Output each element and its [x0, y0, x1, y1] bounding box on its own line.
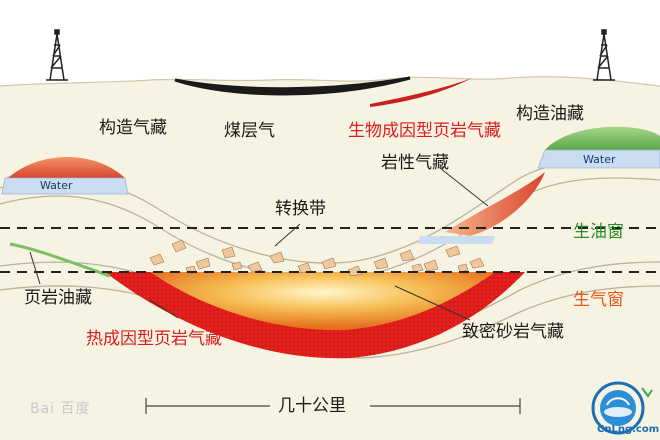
baidu-watermark: Bai 百度 [30, 401, 91, 417]
water-label-left: Water [40, 179, 73, 192]
label-thermogenic-shale-gas: 热成因型页岩气藏 [86, 329, 222, 349]
label-transition-zone: 转换带 [275, 199, 326, 219]
water-layer-mid [418, 236, 495, 244]
transition-rubble [149, 239, 485, 277]
label-oil-window: 生油窗 [573, 222, 624, 242]
label-shale-oil: 页岩油藏 [24, 288, 92, 308]
leader-lines [29, 167, 489, 321]
coalbed-layer [174, 76, 411, 96]
sky [0, 0, 660, 86]
label-structural-oil: 构造油藏 [516, 104, 584, 124]
scale-bar [145, 398, 521, 414]
label-lithologic-gas: 岩性气藏 [381, 153, 449, 173]
label-structural-gas: 构造气藏 [99, 118, 167, 138]
water-label-right: Water [583, 153, 616, 166]
cnlng-logo-icon [591, 381, 653, 435]
label-biogenic-shale-gas: 生物成因型页岩气藏 [348, 121, 501, 141]
lithologic-gas-lens [445, 172, 545, 236]
label-tight-sandstone-gas: 致密砂岩气藏 [462, 322, 564, 342]
drilling-rig-right-icon [593, 29, 615, 81]
biogenic-shale-layer [370, 78, 472, 107]
gas-cap-left [8, 157, 125, 178]
ground-surface [0, 76, 660, 87]
tight-sandstone-core [150, 272, 495, 331]
label-gas-window: 生气窗 [573, 290, 624, 310]
label-coalbed-gas: 煤层气 [224, 121, 275, 141]
scale-label: 几十公里 [278, 396, 346, 416]
oil-cap-right [545, 126, 660, 150]
drilling-rig-left-icon [46, 29, 68, 81]
stratum-line [0, 285, 660, 359]
shale-oil-layer [9, 242, 111, 278]
cnlng-logo-text: CnLng.com [597, 424, 660, 435]
water-layer-right [537, 149, 660, 169]
water-layer-left [1, 177, 129, 195]
